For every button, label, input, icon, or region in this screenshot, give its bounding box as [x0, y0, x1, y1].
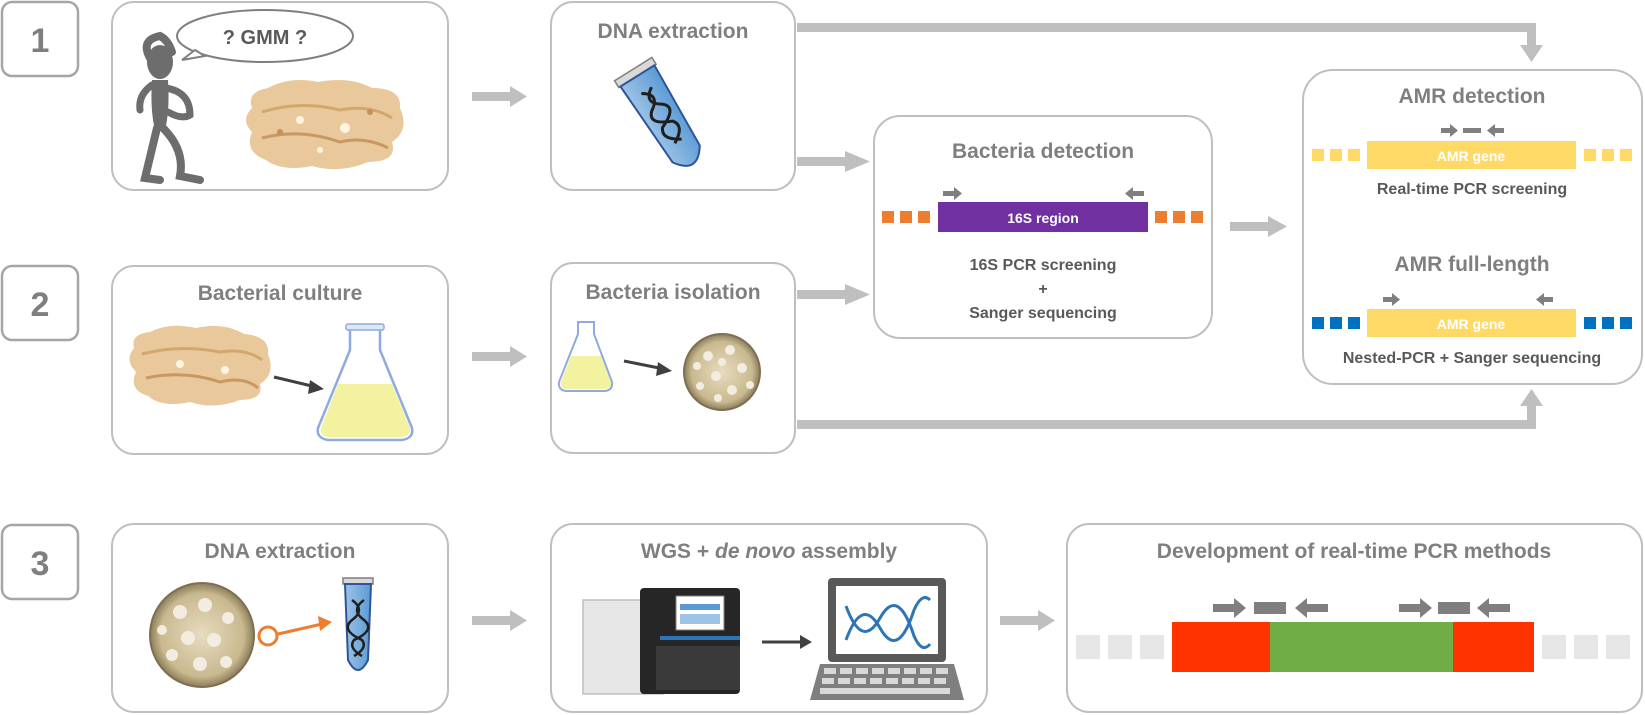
- method-line-3: Sanger sequencing: [969, 305, 1117, 322]
- thinking-figure-icon: [136, 31, 204, 184]
- primer-probe-set-left-icon: [1213, 598, 1328, 618]
- row3-dna-extraction-title: DNA extraction: [205, 540, 356, 563]
- 16s-region-label: 16S region: [1007, 210, 1079, 226]
- amr-panel: AMR detection AMR gene Real-time PCR scr…: [1302, 69, 1643, 385]
- 16s-region-bar: [938, 202, 1148, 232]
- flask-icon: [316, 323, 414, 442]
- amr-nested-label: Nested-PCR + Sanger sequencing: [1343, 350, 1601, 367]
- bacterial-culture-panel: Bacterial culture: [111, 265, 449, 455]
- amr-gene-bar: [1367, 141, 1576, 169]
- dna-tube-small-icon: [342, 577, 374, 671]
- amr-detection-flank-right: [1584, 149, 1632, 161]
- gmm-question-panel: ? GMM ?: [111, 1, 449, 191]
- arrow-r2-a: [472, 346, 527, 367]
- sequencer-icon: [582, 588, 740, 695]
- row3-dna-extraction-panel: DNA extraction: [111, 523, 449, 713]
- construct-red-right: [1453, 622, 1534, 672]
- wgs-title: WGS + de novo assembly: [641, 540, 898, 563]
- construct-green: [1270, 622, 1453, 672]
- amr-gene-bar-2: [1367, 309, 1576, 337]
- large-petri-dish-icon: [149, 582, 279, 688]
- arrow-top-route: [797, 23, 1543, 62]
- development-panel: Development of real-time PCR methods: [1066, 523, 1643, 713]
- bacteria-isolation-panel: Bacteria isolation: [550, 262, 796, 454]
- petri-dish-icon: [683, 333, 761, 411]
- food-sample-small-icon: [129, 325, 271, 406]
- amr-primer-probe-icon: [1441, 124, 1504, 137]
- method-line-2: +: [1038, 281, 1047, 298]
- dna-tube-icon: [613, 56, 701, 167]
- development-flank-left: [1076, 635, 1164, 659]
- flank-left: [882, 211, 930, 223]
- step-1-badge: 1: [0, 0, 80, 78]
- amr-fulllength-primers-icon: [1383, 293, 1553, 306]
- dna-extraction-title: DNA extraction: [598, 20, 749, 43]
- wgs-assembly-panel: WGS + de novo assembly: [550, 523, 988, 713]
- reverse-primer-icon: [1125, 187, 1144, 200]
- step-2-number: 2: [31, 286, 50, 324]
- flank-right: [1155, 211, 1203, 223]
- bacteria-isolation-title: Bacteria isolation: [585, 281, 760, 304]
- arrow-bacteria-to-amr: [1230, 216, 1287, 237]
- dna-extraction-panel: DNA extraction: [550, 1, 796, 191]
- step-3-badge: 3: [0, 523, 80, 601]
- speech-bubble: ? GMM ?: [176, 9, 354, 63]
- bacteria-detection-panel: Bacteria detection 16S region 16S PCR sc…: [873, 115, 1213, 339]
- amr-detection-title: AMR detection: [1399, 85, 1546, 108]
- speech-bubble-text: ? GMM ?: [223, 27, 307, 49]
- primer-probe-set-right-icon: [1399, 598, 1510, 618]
- arrow-culture-icon: [273, 375, 324, 394]
- amr-gene-label: AMR gene: [1437, 148, 1506, 164]
- arrow-dna-to-bacteria: [797, 151, 870, 172]
- arrow-isolation-icon: [623, 359, 672, 376]
- amr-fulllength-flank-left: [1312, 317, 1360, 329]
- bacterial-culture-title: Bacterial culture: [198, 282, 363, 305]
- amr-gene-label-2: AMR gene: [1437, 316, 1506, 332]
- step-2-badge: 2: [0, 264, 80, 342]
- arrow-bottom-route: [797, 389, 1543, 429]
- forward-primer-icon: [943, 187, 962, 200]
- amr-fulllength-flank-right: [1584, 317, 1632, 329]
- orange-arrow-icon: [277, 616, 332, 636]
- amr-detection-flank-left: [1312, 149, 1360, 161]
- construct-red-left: [1172, 622, 1270, 672]
- development-title: Development of real-time PCR methods: [1157, 540, 1551, 563]
- food-sample-icon: [246, 80, 404, 170]
- step-1-number: 1: [31, 22, 50, 60]
- method-line-1: 16S PCR screening: [970, 257, 1117, 274]
- arrow-wgs-icon: [762, 635, 812, 649]
- amr-fulllength-title: AMR full-length: [1394, 253, 1549, 276]
- small-flask-icon: [557, 321, 614, 392]
- development-flank-right: [1542, 635, 1630, 659]
- amr-screening-label: Real-time PCR screening: [1377, 181, 1567, 198]
- arrow-r1-a: [472, 86, 527, 107]
- arrow-r3-a: [472, 610, 527, 631]
- laptop-icon: [810, 578, 964, 700]
- arrow-r3-b: [1000, 610, 1055, 631]
- arrow-isolation-to-bacteria: [797, 284, 870, 305]
- bacteria-detection-title: Bacteria detection: [952, 140, 1134, 163]
- step-3-number: 3: [31, 545, 50, 583]
